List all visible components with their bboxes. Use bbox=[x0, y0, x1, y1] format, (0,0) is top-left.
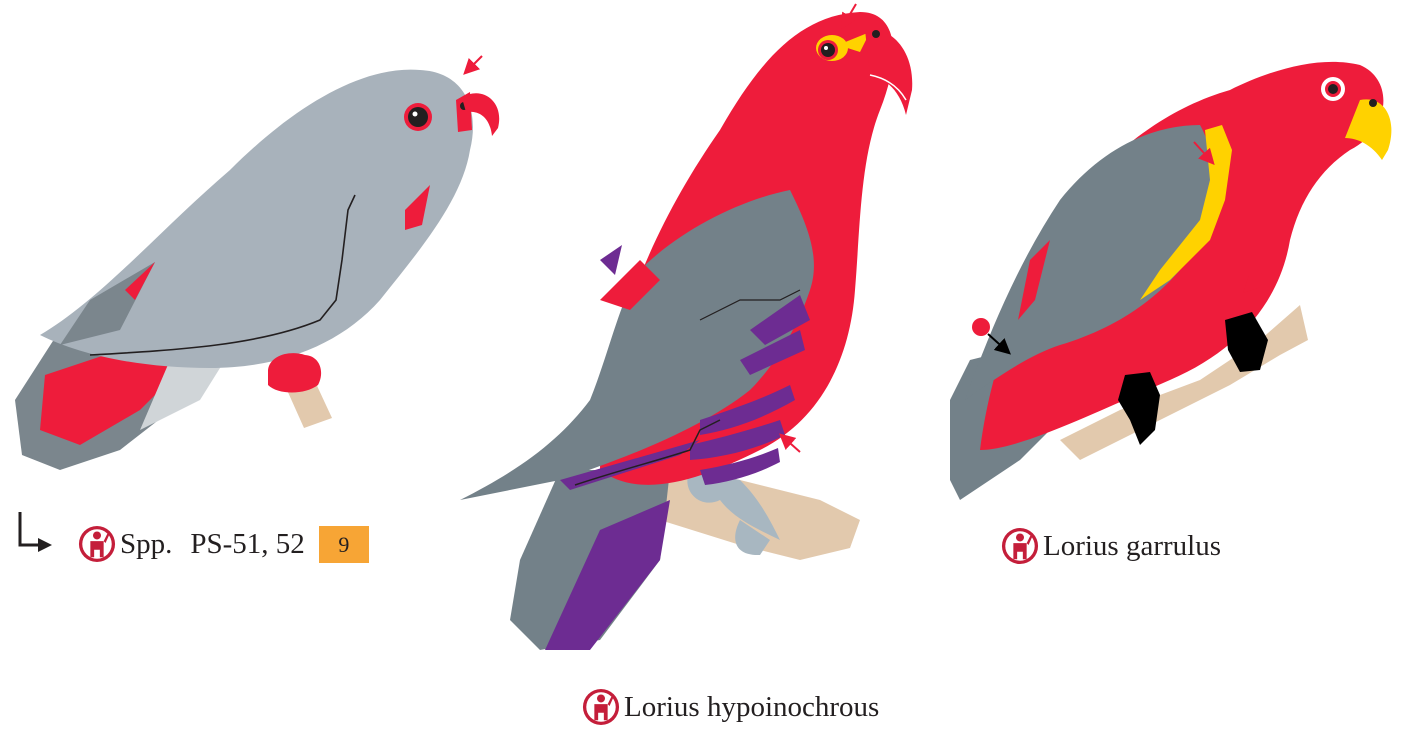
protected-species-icon bbox=[1001, 527, 1039, 565]
garrulus-pin-marker bbox=[972, 318, 990, 336]
corner-arrow-icon bbox=[20, 512, 52, 552]
reference-badge: 9 bbox=[319, 526, 369, 563]
caption-grey-lory: Spp. PS-51, 52 9 bbox=[78, 525, 369, 563]
caption-grey-lory-label: Spp. bbox=[120, 528, 172, 561]
caption-hypoinochrous: Lorius hypoinochrous bbox=[582, 688, 879, 726]
caption-grey-lory-codes: PS-51, 52 bbox=[190, 528, 304, 561]
caption-garrulus-label: Lorius garrulus bbox=[1043, 530, 1221, 563]
grey-lory-figure bbox=[15, 56, 499, 470]
caption-garrulus: Lorius garrulus bbox=[1001, 527, 1221, 565]
grey-lory-crown-arrow bbox=[466, 56, 482, 72]
protected-species-icon bbox=[78, 525, 116, 563]
caption-hypoinochrous-label: Lorius hypoinochrous bbox=[624, 691, 879, 724]
protected-species-icon bbox=[582, 688, 620, 726]
hypoinochrous-flank-arrow bbox=[782, 436, 800, 452]
garrulus-figure bbox=[950, 62, 1391, 500]
hypoinochrous-figure bbox=[460, 4, 912, 650]
